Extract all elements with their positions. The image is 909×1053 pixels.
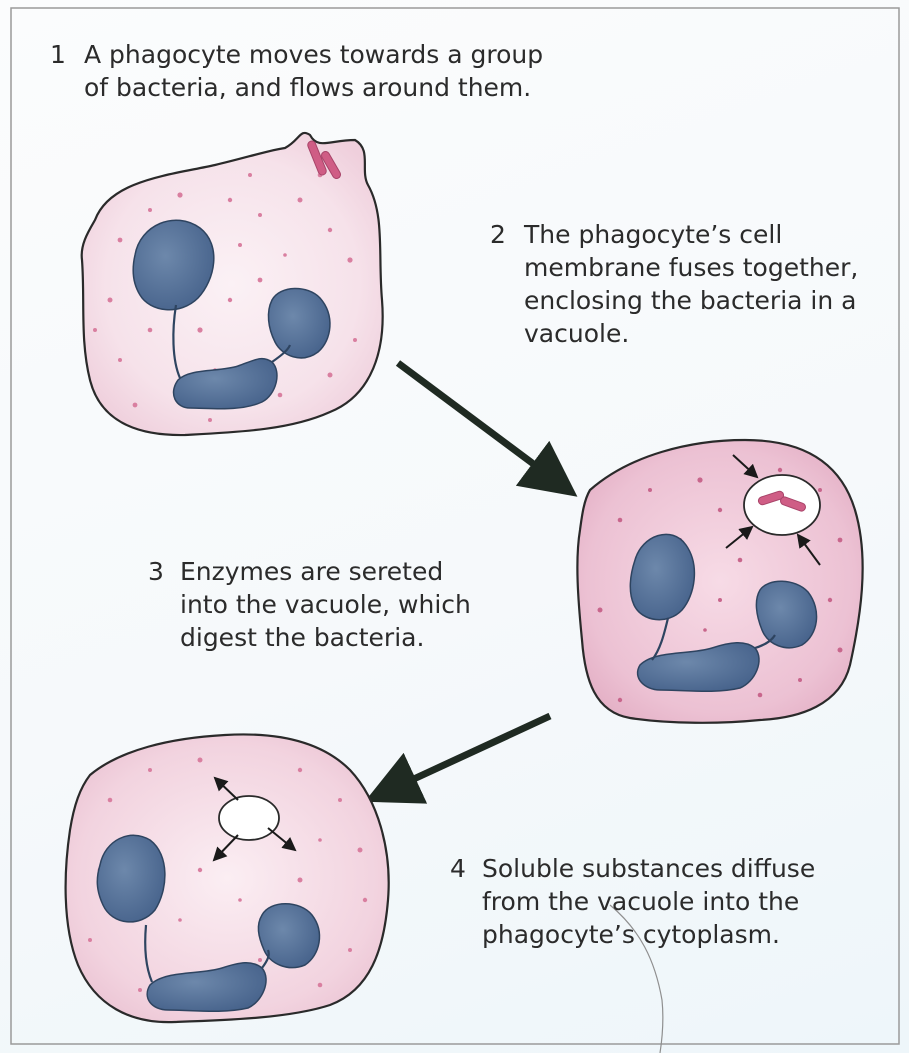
caption-line: A phagocyte moves towards a group	[84, 38, 543, 71]
vacuole	[744, 475, 820, 535]
step-text: Soluble substances diffuse from the vacu…	[482, 852, 815, 951]
caption-line: Enzymes are sereted	[180, 555, 471, 588]
caption-line: of bacteria, and flows around them.	[84, 71, 543, 104]
caption-line: vacuole.	[524, 317, 858, 350]
caption-line: Soluble substances diffuse	[482, 852, 815, 885]
phagocyte-cell-3	[66, 734, 389, 1022]
step-number: 1	[50, 38, 66, 71]
step-number: 3	[148, 555, 164, 588]
step-number: 2	[490, 218, 506, 251]
step-arrow-2	[390, 716, 550, 790]
caption-line: digest the bacteria.	[180, 621, 471, 654]
step-text: The phagocyte’s cell membrane fuses toge…	[524, 218, 858, 350]
step-1-caption: 1 A phagocyte moves towards a group of b…	[50, 38, 630, 108]
step-arrow-1	[398, 363, 555, 480]
phagocyte-cell-2	[577, 440, 862, 723]
caption-line: into the vacuole, which	[180, 588, 471, 621]
caption-line: from the vacuole into the	[482, 885, 815, 918]
caption-line: phagocyte’s cytoplasm.	[482, 918, 815, 951]
caption-line: membrane fuses together,	[524, 251, 858, 284]
step-text: Enzymes are sereted into the vacuole, wh…	[180, 555, 471, 654]
step-text: A phagocyte moves towards a group of bac…	[84, 38, 543, 104]
caption-line: The phagocyte’s cell	[524, 218, 858, 251]
step-4-caption: 4 Soluble substances diffuse from the va…	[450, 852, 900, 957]
caption-line: enclosing the bacteria in a	[524, 284, 858, 317]
step-2-caption: 2 The phagocyte’s cell membrane fuses to…	[490, 218, 900, 358]
phagocyte-cell-1	[82, 133, 383, 435]
step-number: 4	[450, 852, 466, 885]
step-3-caption: 3 Enzymes are sereted into the vacuole, …	[148, 555, 528, 660]
vacuole	[219, 796, 279, 840]
